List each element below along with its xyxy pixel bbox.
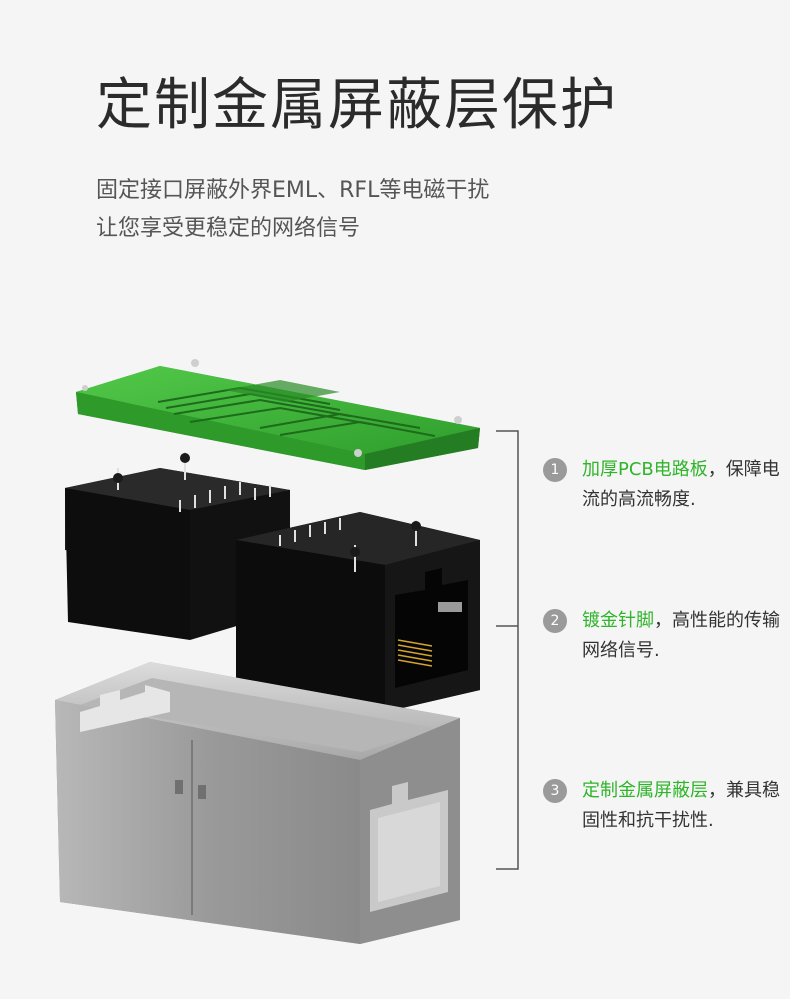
feature-number-badge: 2 — [543, 609, 567, 633]
feature-gold-pins: 2 镀金针脚，高性能的传输网络信号. — [543, 606, 783, 666]
feature-metal-shield: 3 定制金属屏蔽层，兼具稳固性和抗干扰性. — [543, 776, 783, 836]
right-rj45-jack — [236, 512, 480, 712]
feature-highlight: 加厚PCB电路板 — [582, 459, 708, 480]
feature-description: ，高性能的传输网络信号. — [582, 610, 780, 661]
subtitle-line-1: 固定接口屏蔽外界EML、RFL等电磁干扰 — [96, 178, 490, 203]
feature-pcb: 1 加厚PCB电路板，保障电流的高流畅度. — [543, 455, 783, 515]
callout-bracket — [496, 430, 519, 870]
metal-shield — [55, 662, 460, 944]
feature-description: ，兼具稳固性和抗干扰性. — [582, 780, 780, 831]
feature-description: ，保障电流的高流畅度. — [582, 459, 780, 510]
pcb-board — [76, 359, 480, 470]
feature-number-badge: 3 — [543, 779, 567, 803]
feature-number-badge: 1 — [543, 458, 567, 482]
left-rj45-jack — [65, 452, 290, 640]
page-title: 定制金属屏蔽层保护 — [96, 73, 618, 138]
feature-highlight: 镀金针脚 — [582, 610, 654, 631]
product-exploded-illustration — [55, 359, 480, 944]
subtitle-line-2: 让您享受更稳定的网络信号 — [96, 216, 361, 241]
feature-highlight: 定制金属屏蔽层 — [582, 780, 708, 801]
subtitle: 固定接口屏蔽外界EML、RFL等电磁干扰 让您享受更稳定的网络信号 — [96, 172, 489, 248]
